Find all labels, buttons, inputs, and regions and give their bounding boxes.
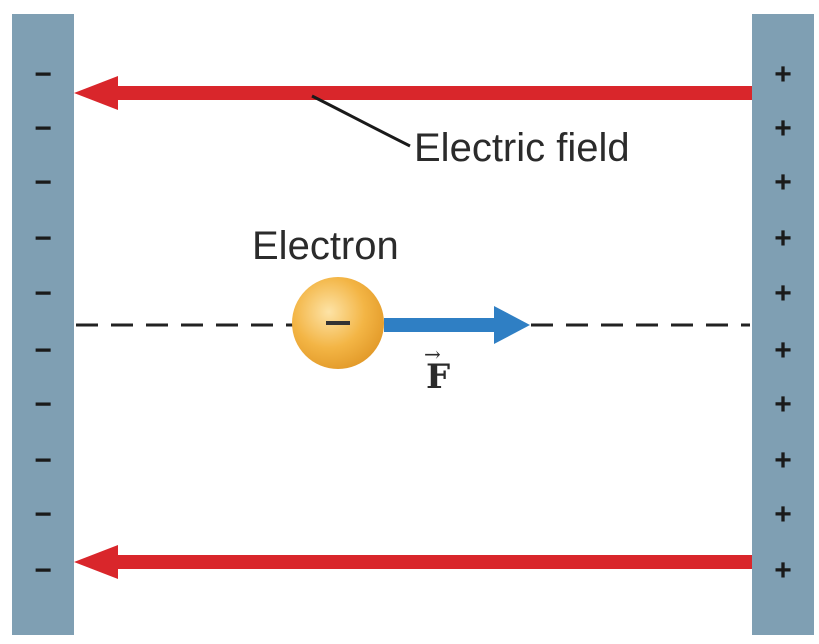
minus-sign-icon: − — [34, 166, 52, 199]
minus-sign-icon: − — [34, 554, 52, 587]
minus-sign-icon: − — [34, 388, 52, 421]
plus-sign-icon: + — [774, 554, 792, 587]
plus-sign-icon: + — [774, 166, 792, 199]
minus-sign-icon: − — [34, 58, 52, 91]
electric-field-label: Electric field — [414, 126, 630, 170]
field-label-leader — [311, 94, 411, 148]
minus-sign-icon: − — [34, 112, 52, 145]
negative-plate — [12, 14, 74, 635]
plus-sign-icon: + — [774, 334, 792, 367]
electron-charge-mark — [326, 321, 350, 325]
field-arrow-top — [74, 76, 752, 110]
plus-sign-icon: + — [774, 498, 792, 531]
force-arrow — [384, 306, 530, 344]
plus-sign-icon: + — [774, 112, 792, 145]
plus-sign-icon: + — [774, 222, 792, 255]
positive-plate — [752, 14, 814, 635]
minus-sign-icon: − — [34, 334, 52, 367]
minus-sign-icon: − — [34, 444, 52, 477]
field-arrow-bottom — [74, 545, 752, 579]
plus-sign-icon: + — [774, 58, 792, 91]
force-label: → F — [424, 344, 451, 397]
force-vector-arrow-icon: → — [424, 342, 441, 366]
minus-sign-icon: − — [34, 277, 52, 310]
force-symbol: F — [426, 357, 451, 397]
plus-sign-icon: + — [774, 388, 792, 421]
minus-sign-icon: − — [34, 498, 52, 531]
minus-sign-icon: − — [34, 222, 52, 255]
plus-sign-icon: + — [774, 444, 792, 477]
electron-label: Electron — [252, 224, 399, 268]
plus-sign-icon: + — [774, 277, 792, 310]
